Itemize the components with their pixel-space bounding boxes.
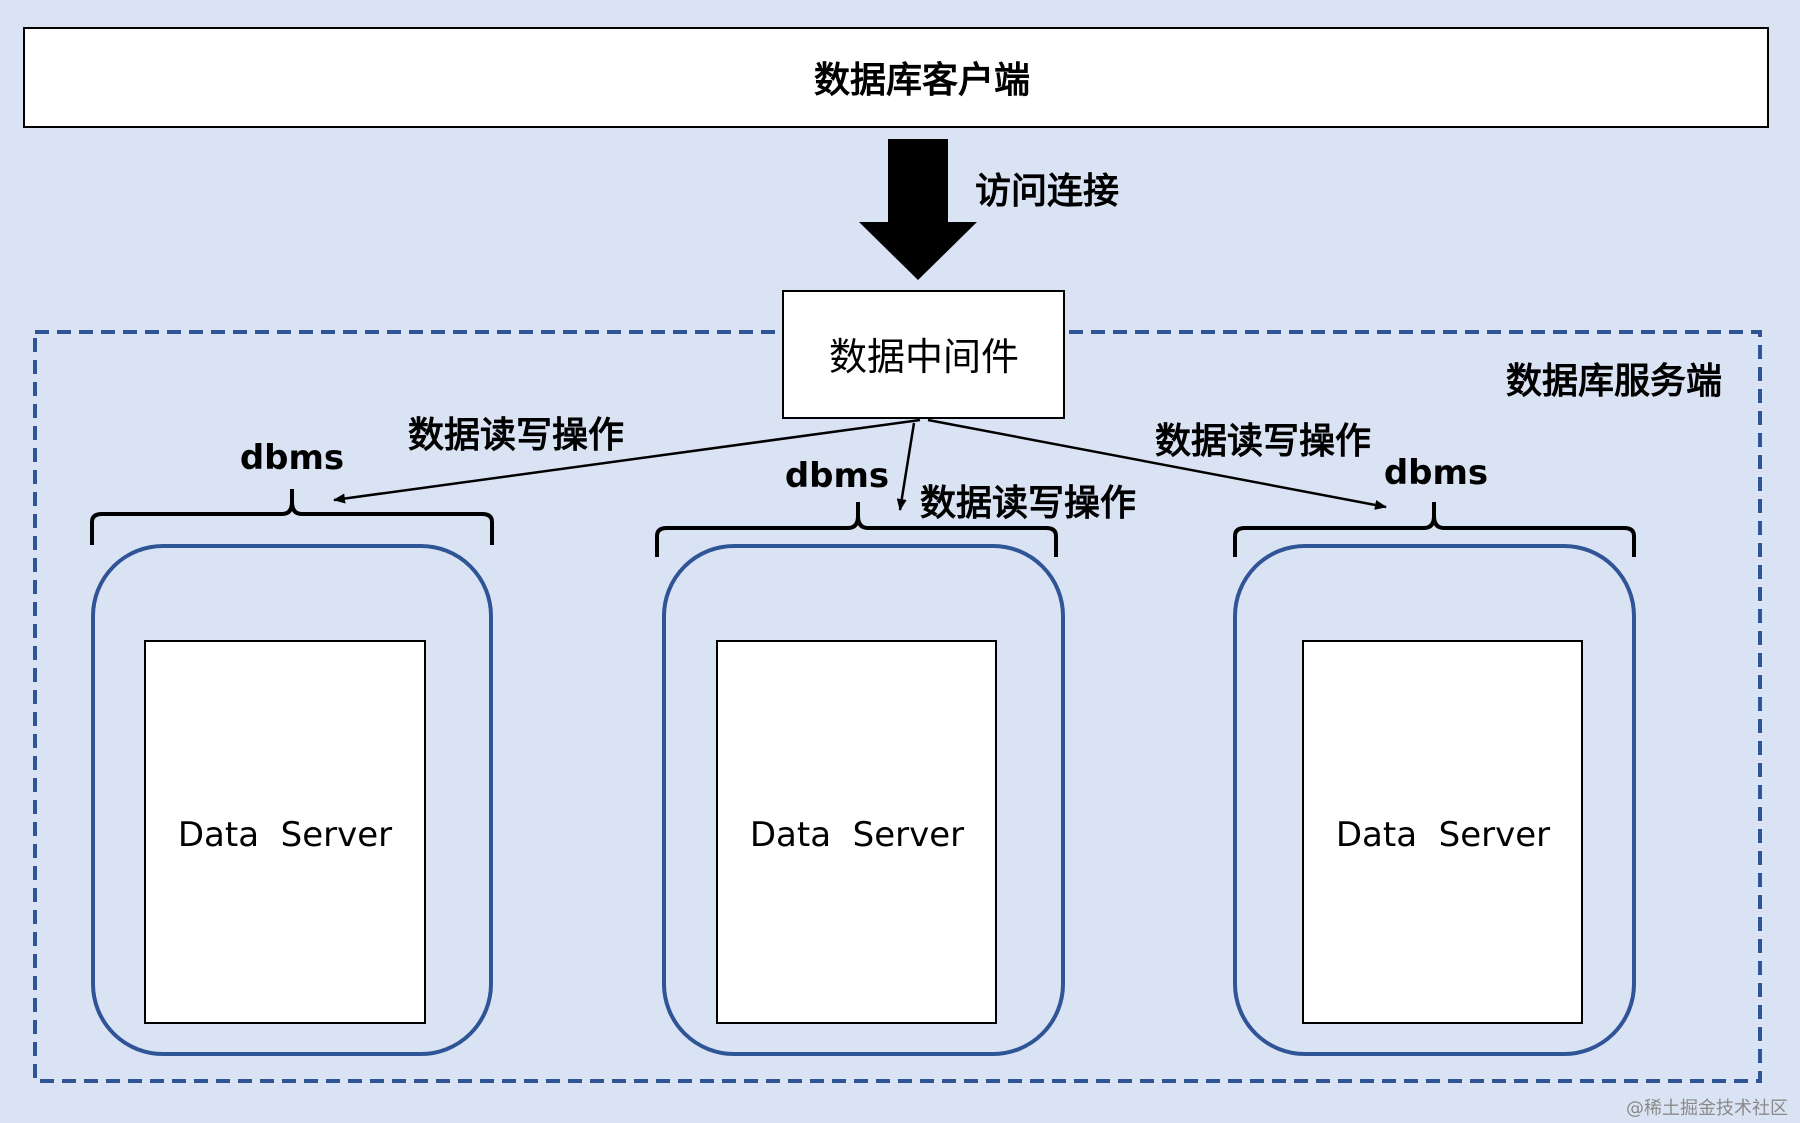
dbms-label: dbms xyxy=(240,438,344,478)
dbms-brace xyxy=(90,489,494,545)
connection-arrow xyxy=(859,139,977,280)
operation-arrow-left xyxy=(333,418,921,504)
watermark-label: @稀土掘金技术社区 xyxy=(1626,1098,1788,1119)
dbms-container xyxy=(662,544,1065,1056)
data-server-box xyxy=(144,640,426,1024)
data-server-label: Data Server xyxy=(178,815,392,855)
operation-label-left: 数据读写操作 xyxy=(408,415,624,456)
dbms-container xyxy=(1233,544,1636,1056)
operation-arrow-right xyxy=(927,418,1387,510)
client-label: 数据库客户端 xyxy=(814,60,1030,101)
server-side-label: 数据库服务端 xyxy=(1506,361,1722,402)
data-server-label: Data Server xyxy=(750,815,964,855)
dbms-node-1: dbms Data Server xyxy=(90,438,494,1056)
dbms-label: dbms xyxy=(785,456,889,496)
connection-label: 访问连接 xyxy=(975,171,1119,212)
dbms-label: dbms xyxy=(1384,453,1488,493)
data-server-box xyxy=(1302,640,1583,1024)
data-server-label: Data Server xyxy=(1336,815,1550,855)
dbms-brace xyxy=(655,502,1058,557)
operation-label-right: 数据读写操作 xyxy=(1155,421,1371,462)
dbms-container xyxy=(91,544,493,1056)
data-server-box xyxy=(716,640,997,1024)
dbms-node-3: dbms Data Server xyxy=(1233,453,1636,1056)
dbms-brace xyxy=(1233,502,1636,557)
middleware-box: 数据中间件 xyxy=(782,290,1065,419)
middleware-label: 数据中间件 xyxy=(829,335,1019,379)
dbms-node-2: dbms Data Server xyxy=(655,456,1065,1056)
client-box: 数据库客户端 xyxy=(23,27,1769,128)
operation-label-middle: 数据读写操作 xyxy=(920,483,1136,524)
operation-arrow-middle xyxy=(896,422,916,511)
